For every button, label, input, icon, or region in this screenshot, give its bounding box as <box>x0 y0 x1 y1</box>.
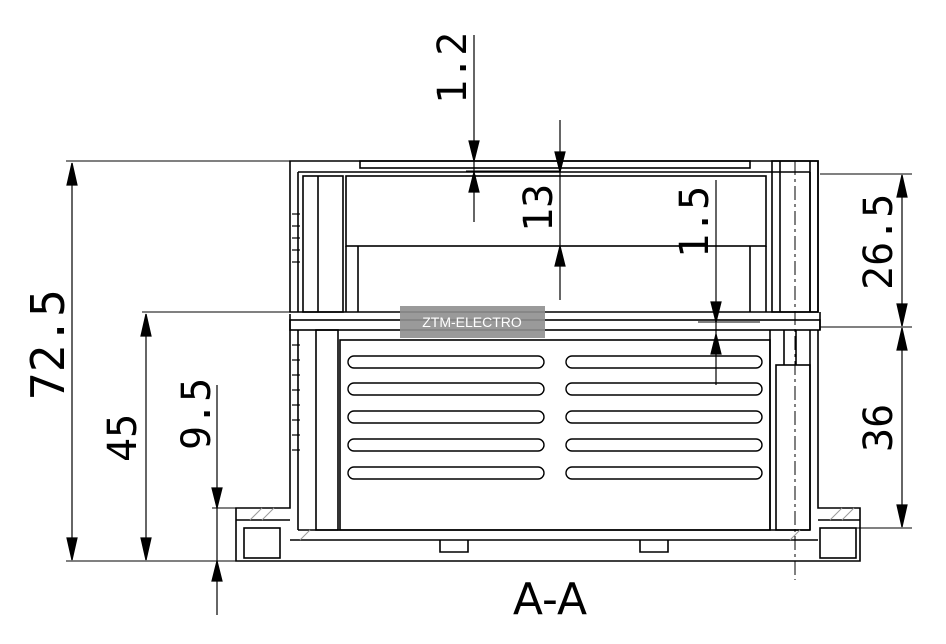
vent-slot <box>565 382 763 396</box>
side-ribs <box>292 213 300 451</box>
dim-gap: 1.5 <box>672 186 718 258</box>
vent-slot <box>347 382 545 396</box>
vent-slot <box>347 355 545 369</box>
watermark: ZTM-ELECTRO <box>400 306 545 338</box>
watermark-text: ZTM-ELECTRO <box>422 314 522 330</box>
vent-slot <box>565 410 763 424</box>
dim-overall-height: 72.5 <box>21 289 75 400</box>
vent-slot <box>565 355 763 369</box>
dim-base-height: 9.5 <box>174 378 220 450</box>
vent-slot <box>347 466 545 480</box>
vent-slot <box>565 438 763 452</box>
dim-lower-height: 45 <box>100 414 146 462</box>
section-hatching <box>249 507 855 541</box>
vent-slot <box>565 466 763 480</box>
housing-outline <box>235 160 861 562</box>
extension-lines <box>66 160 912 562</box>
dim-fan-height: 13 <box>516 184 562 232</box>
dimension-lines <box>66 35 908 615</box>
dim-upper-right: 26.5 <box>856 194 902 290</box>
dim-top-plate: 1.2 <box>430 32 476 104</box>
dim-lower-right: 36 <box>856 404 902 452</box>
vent-slot <box>347 438 545 452</box>
vent-slots <box>347 355 763 480</box>
dimension-labels: 72.5 45 9.5 1.2 13 1.5 26.5 36 <box>21 32 902 462</box>
vent-slot <box>347 410 545 424</box>
section-label: A-A <box>513 574 587 625</box>
